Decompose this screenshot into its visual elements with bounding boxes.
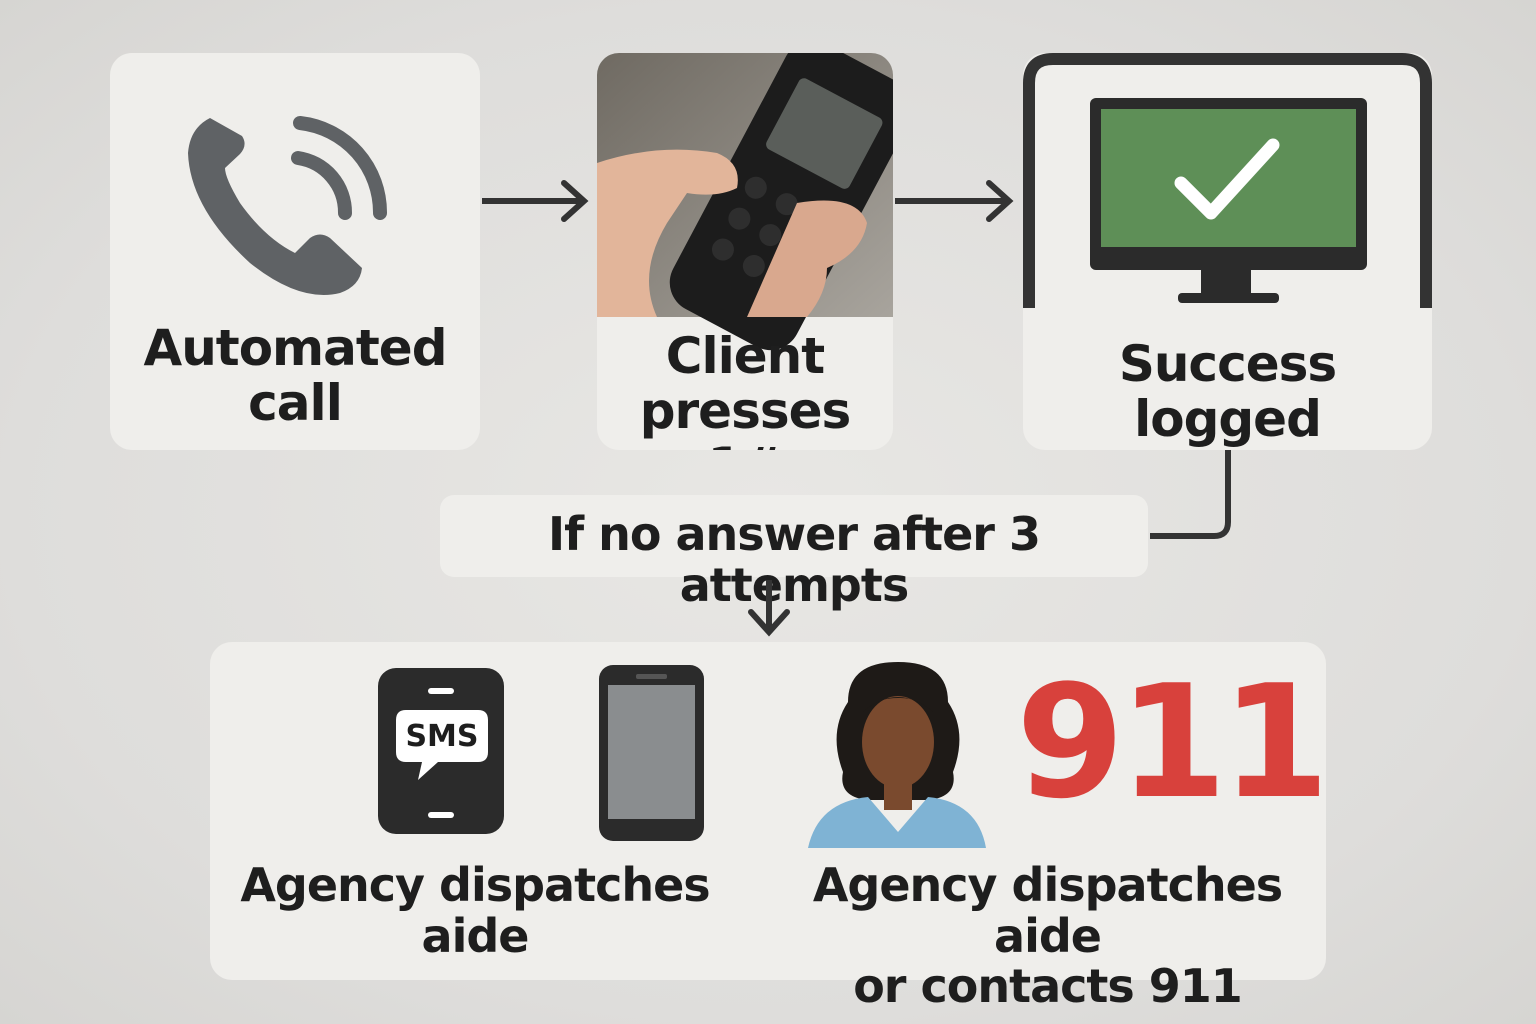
- arrow-right-icon: [482, 180, 589, 222]
- connector-line: [1150, 450, 1231, 539]
- emergency-number: 911: [1016, 651, 1330, 833]
- sms-text: SMS: [405, 719, 478, 754]
- arrow-right-icon: [895, 180, 1014, 222]
- step-automated-call-card: Automated call: [110, 53, 480, 450]
- step-success-logged-card: Success logged: [1023, 53, 1432, 450]
- step-label-line: Automated: [143, 319, 448, 377]
- outcomes-card: SMS 911 Agency dispatches aide Agency di…: [210, 642, 1330, 1011]
- step-client-presses-card: Client presses 1#: [597, 53, 893, 450]
- outcome-label-line: Agency dispatches: [240, 858, 710, 912]
- smartphone-icon: [599, 665, 704, 841]
- step-label: Automated call: [110, 321, 480, 431]
- step-label: Client presses 1#: [597, 327, 893, 451]
- condition-label: If no answer after 3 attempts: [547, 507, 1041, 612]
- phone-ringing-icon: [188, 116, 388, 295]
- caregiver-avatar-icon: [808, 662, 986, 848]
- outcome-label-line: aide: [421, 908, 530, 963]
- step-label-line: Client: [665, 327, 825, 385]
- outcome-label-line: or contacts 911: [853, 959, 1243, 1014]
- sms-phone-icon: SMS: [378, 668, 504, 834]
- step-label-line: presses 1#: [639, 382, 852, 451]
- outcome-label-right: Agency dispatches aide or contacts 911: [770, 860, 1325, 1012]
- condition-box: If no answer after 3 attempts: [440, 495, 1148, 610]
- step-label-line: call: [248, 374, 343, 432]
- outcome-label-line: Agency dispatches aide: [812, 858, 1283, 963]
- feature-phone-photo: [597, 53, 893, 351]
- step-label: Success logged: [1118, 335, 1337, 448]
- monitor-checkmark-icon: [1023, 53, 1432, 308]
- arrow-down-icon: [748, 580, 790, 637]
- outcome-label-left: Agency dispatches aide: [230, 860, 720, 961]
